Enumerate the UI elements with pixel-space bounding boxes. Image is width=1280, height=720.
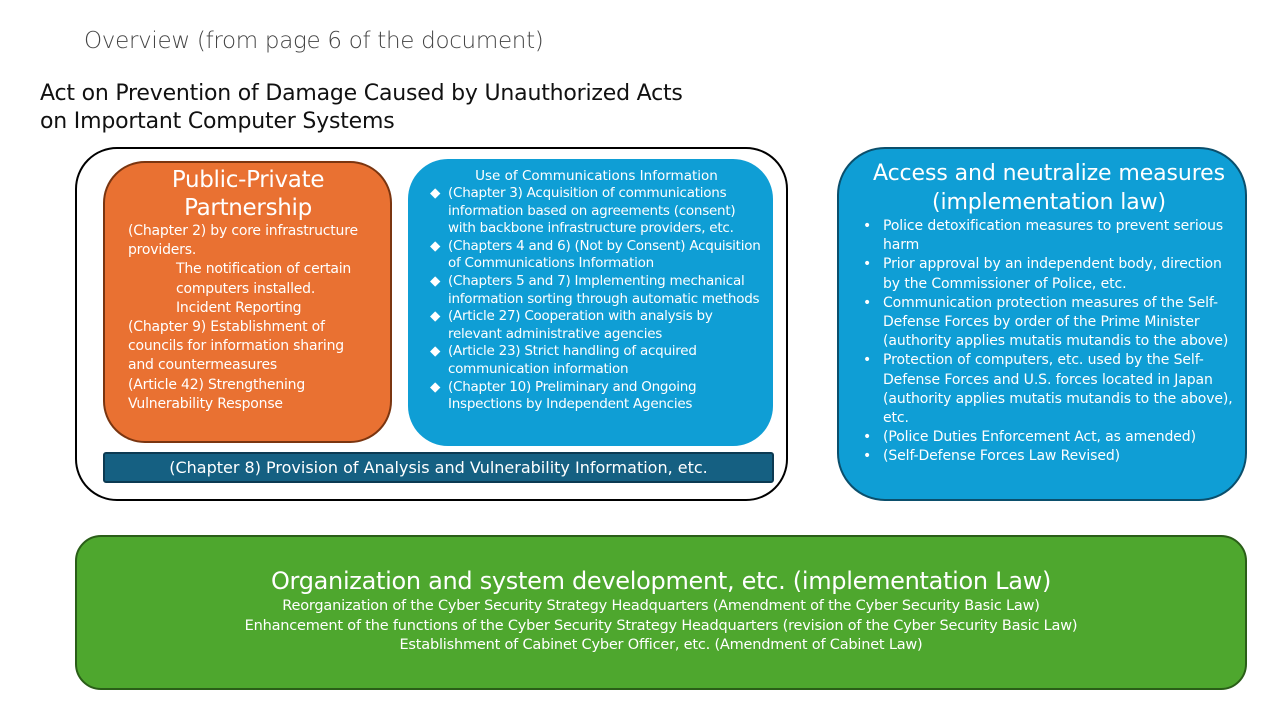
box-heading: Use of Communications Information [475,168,718,184]
list-item: • (Self-Defense Forces Law Revised) [863,447,1235,466]
bullet-icon: • [863,448,872,465]
act-container [75,147,788,501]
box-line: Enhancement of the functions of the Cybe… [244,617,1078,634]
list-item: • Police detoxification measures to preve… [863,217,1235,255]
box-heading: Public-Private Partnership [171,167,325,221]
public-private-partnership-box: Public-Private Partnership (Chapter 2) b… [103,161,392,443]
list-item: • (Police Duties Enforcement Act, as amen… [863,428,1235,447]
list-item: ◆ (Chapter 10) Preliminary and Ongoing In… [430,379,763,414]
diamond-bullet-icon: ◆ [430,185,441,201]
item-text: (Article 27) Cooperation with analysis b… [448,308,713,342]
box-item: (Article 42) Strengthening Vulnerability… [128,376,306,412]
item-text: Communication protection measures of the… [883,294,1229,350]
diamond-bullet-icon: ◆ [430,343,441,360]
title-line: Act on Prevention of Damage Caused by Un… [40,81,683,106]
bullet-icon: • [863,429,872,446]
list-item: ◆ (Chapter 3) Acquisition of communicatio… [430,185,763,238]
item-text: (Chapters 5 and 7) Implementing mechanic… [448,272,760,307]
list-item: ◆ (Chapters 5 and 7) Implementing mechani… [430,273,763,308]
box-item: (Chapter 9) Establishment of councils fo… [128,319,344,374]
item-text: (Chapter 10) Preliminary and Ongoing Ins… [448,378,697,413]
box-item: The notification of certain computers in… [176,261,352,297]
list-item: ◆ (Article 27) Cooperation with analysis … [430,308,763,343]
item-text: (Chapters 4 and 6) (Not by Consent) Acqu… [448,237,761,272]
list-item: ◆ (Article 23) Strict handling of acquire… [430,343,763,378]
box-line: Establishment of Cabinet Cyber Officer, … [399,637,923,653]
list-item: • Communication protection measures of th… [863,294,1235,352]
organization-box: Organization and system development, etc… [75,535,1247,690]
diamond-bullet-icon: ◆ [430,308,441,325]
list-item: ◆ (Chapters 4 and 6) (Not by Consent) Acq… [430,238,763,273]
slide-title: Act on Prevention of Damage Caused by Un… [40,80,683,136]
item-text: (Self-Defense Forces Law Revised) [883,448,1120,465]
item-text: (Chapter 3) Acquisition of communication… [448,185,736,237]
box-heading: Access and neutralize measures (implemen… [873,161,1225,215]
diamond-bullet-icon: ◆ [430,378,441,395]
diamond-bullet-icon: ◆ [430,237,441,254]
bullet-icon: • [863,294,872,311]
title-line: on Important Computer Systems [40,109,395,134]
item-text: (Article 23) Strict handling of acquired… [448,343,697,377]
item-text: (Police Duties Enforcement Act, as amend… [883,429,1196,446]
item-text: Protection of computers, etc. used by th… [883,352,1233,427]
communications-info-box: Use of Communications Information ◆ (Chap… [408,159,773,446]
chapter8-bar: (Chapter 8) Provision of Analysis and Vu… [103,452,774,483]
list-item: • Prior approval by an independent body, … [863,255,1235,293]
list-item: • Protection of computers, etc. used by t… [863,351,1235,428]
bullet-icon: • [863,218,872,234]
diamond-bullet-icon: ◆ [430,272,441,289]
bullet-icon: • [863,352,872,369]
item-text: Police detoxification measures to preven… [883,218,1224,254]
slide-subtitle: Overview (from page 6 of the document) [84,28,544,54]
box-line: Reorganization of the Cyber Security Str… [282,598,1040,614]
access-neutralize-box: Access and neutralize measures (implemen… [837,147,1247,501]
box-item: (Chapter 2) by core infrastructure provi… [128,223,358,259]
item-text: Prior approval by an independent body, d… [883,256,1222,292]
box-item: Incident Reporting [176,299,302,316]
box-heading: Organization and system development, etc… [270,567,1052,595]
bullet-icon: • [863,256,872,273]
